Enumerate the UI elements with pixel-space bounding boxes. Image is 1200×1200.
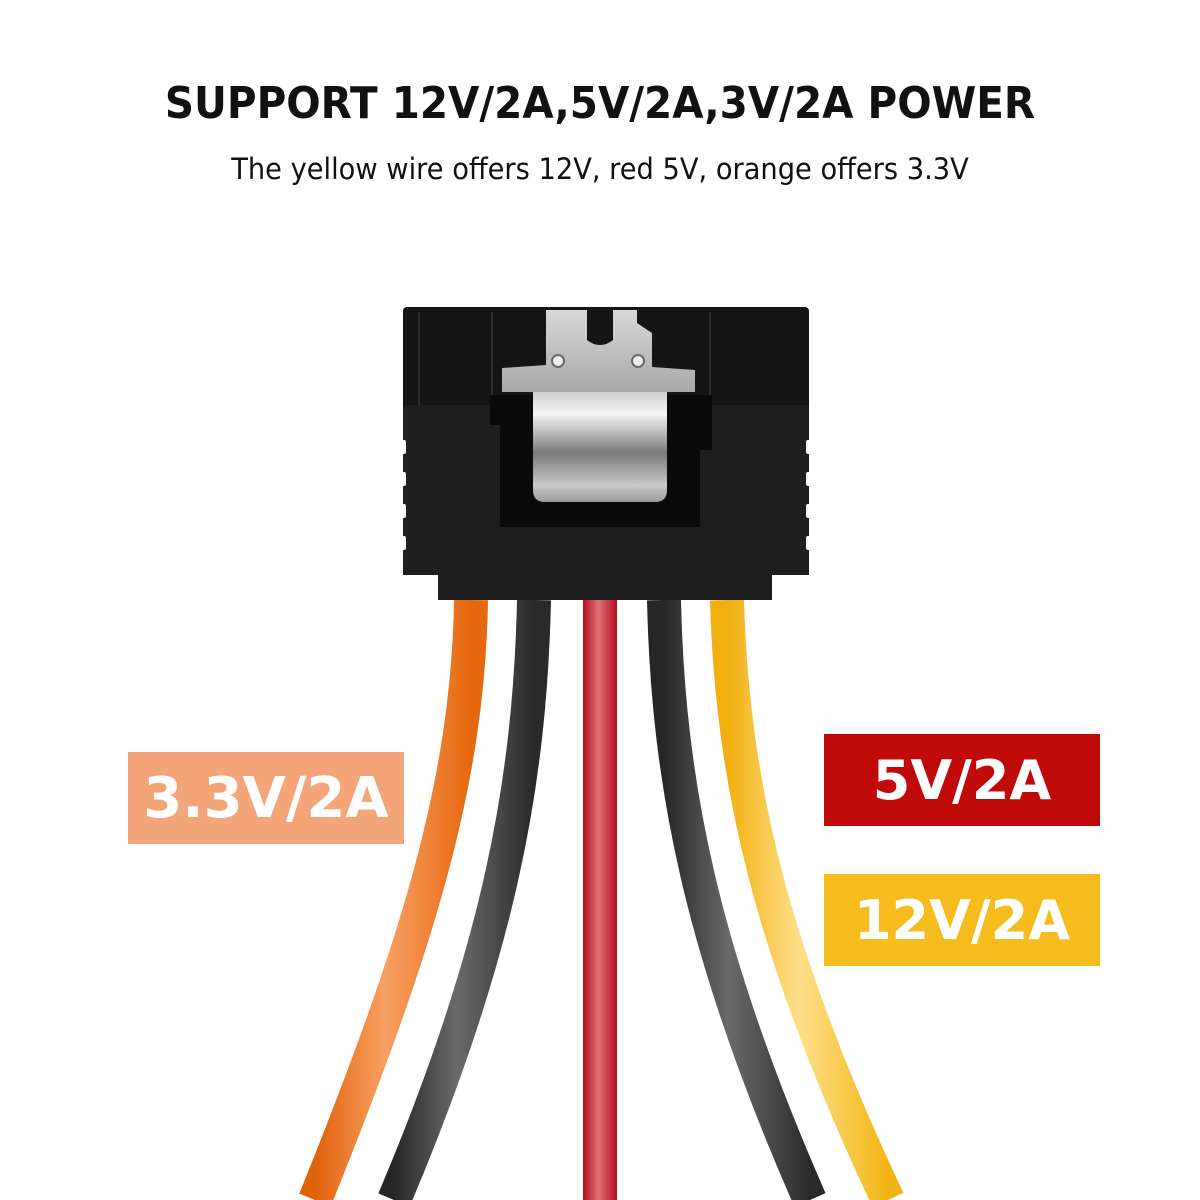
wire-black-left [378, 599, 551, 1200]
sata-connector [401, 307, 811, 600]
page-title: SUPPORT 12V/2A,5V/2A,3V/2A POWER [164, 78, 1036, 129]
voltage-label-12v: 12V/2A [824, 874, 1100, 966]
wire-black-right [647, 599, 826, 1200]
page-subtitle: The yellow wire offers 12V, red 5V, oran… [231, 152, 969, 186]
voltage-label-3-3v: 3.3V/2A [128, 752, 404, 844]
wire-yellow [710, 599, 904, 1200]
wire-orange [299, 599, 488, 1200]
wire-red [583, 598, 617, 1200]
voltage-label-5v: 5V/2A [824, 734, 1100, 826]
